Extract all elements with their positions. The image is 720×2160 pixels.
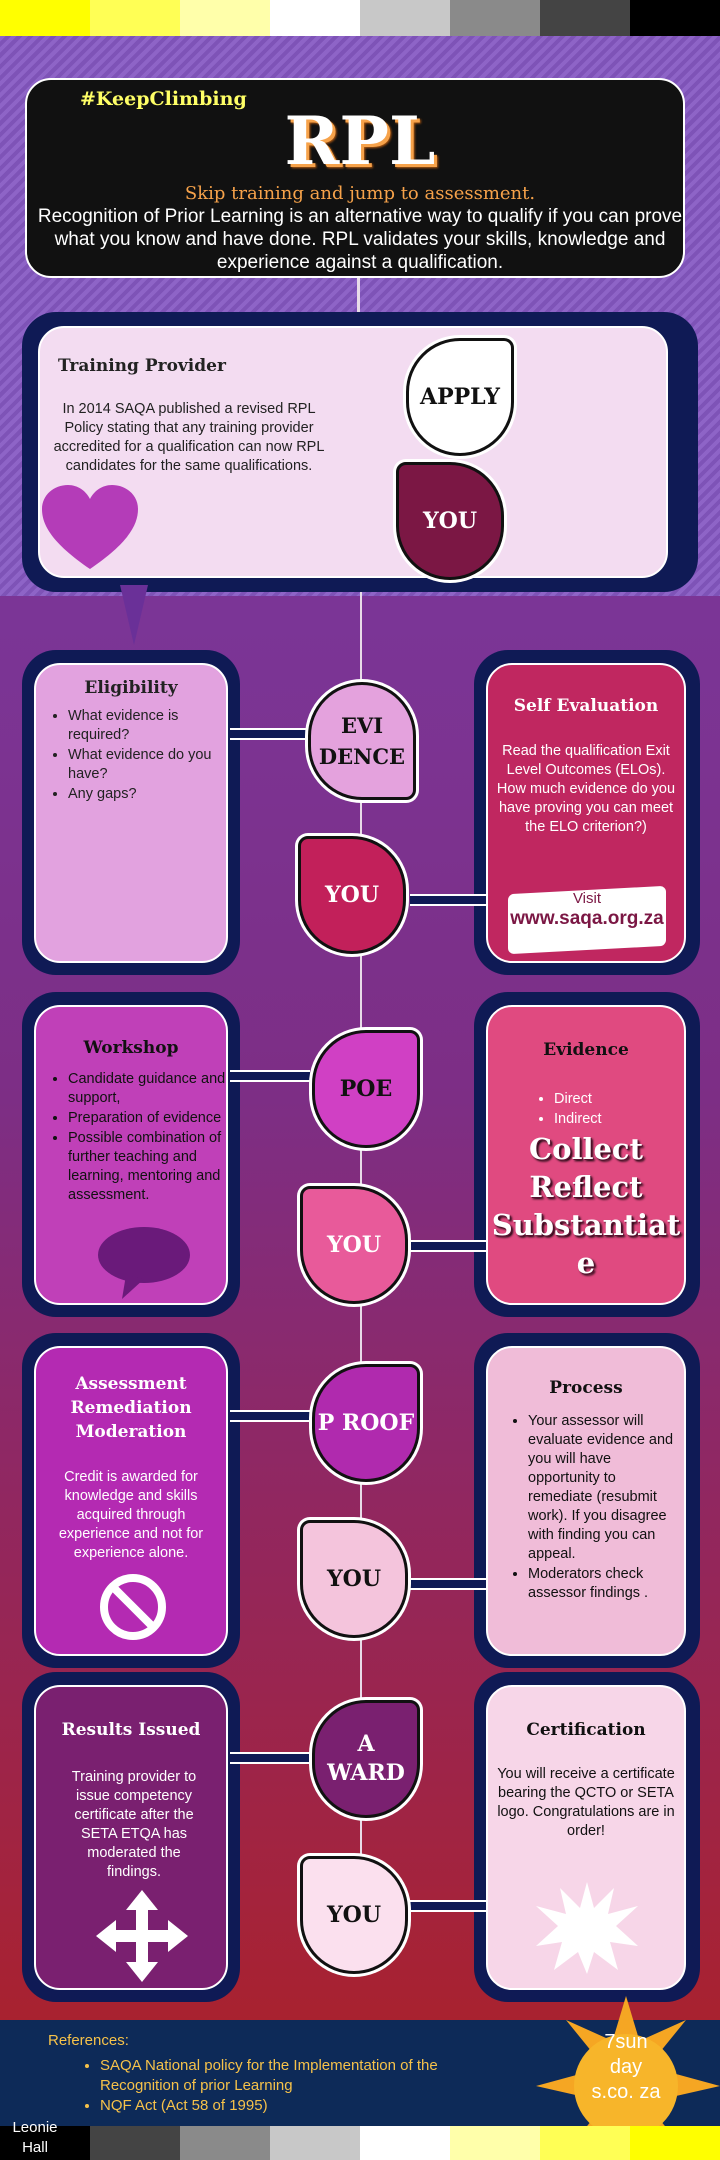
certification-title: Certification [526, 1720, 646, 1740]
move-arrows-icon [96, 1890, 188, 1982]
color-stripe [450, 0, 540, 36]
color-stripe [180, 2126, 270, 2160]
color-stripe [0, 2126, 90, 2160]
connector-bar [410, 1578, 486, 1590]
color-stripe [0, 0, 90, 36]
list-item: What evidence do you have? [68, 746, 224, 784]
connector-bar [410, 1900, 486, 1912]
provider-card [38, 326, 668, 578]
connector-bar [410, 1240, 486, 1252]
assessment-title: Assessment Remediation Moderation [70, 1374, 192, 1442]
intro-text: Recognition of Prior Learning is an alte… [37, 206, 683, 273]
proof-step[interactable]: P ROOF [312, 1364, 420, 1482]
hashtag: #KeepClimbing [80, 88, 247, 110]
color-stripe [630, 0, 720, 36]
color-stripe [450, 2126, 540, 2160]
connector-bar [230, 1070, 310, 1082]
color-stripe [180, 0, 270, 36]
list-item: Preparation of evidence [68, 1109, 230, 1128]
author-name: Leonie Hall [12, 2119, 58, 2156]
collect-word: Collect [529, 1132, 643, 1166]
color-stripe [360, 0, 450, 36]
list-item: Direct [554, 1090, 680, 1109]
reference-item: SAQA National policy for the Implementat… [100, 2056, 470, 2096]
you-step[interactable]: YOU [300, 1856, 408, 1974]
connector-bar [230, 1410, 310, 1422]
award-step[interactable]: A WARD [312, 1700, 420, 1818]
saqa-link[interactable]: www.saqa.org.za [510, 908, 664, 929]
you-step[interactable]: YOU [298, 836, 406, 954]
apply-step[interactable]: APPLY [406, 338, 514, 456]
evidence-step[interactable]: EVI DENCE [308, 682, 416, 800]
color-stripe [540, 2126, 630, 2160]
list-item: Moderators check assessor findings . [528, 1565, 680, 1603]
page-title: RPL [284, 102, 436, 180]
you-step[interactable]: YOU [396, 462, 504, 580]
list-item: Possible combination of further teaching… [68, 1129, 230, 1205]
connector-bar [410, 894, 486, 906]
self-eval-text: Read the qualification Exit Level Outcom… [496, 743, 676, 835]
color-stripe [360, 2126, 450, 2160]
color-stripe [270, 0, 360, 36]
process-card [486, 1346, 686, 1656]
list-item: Indirect [554, 1110, 680, 1129]
results-title: Results Issued [61, 1720, 201, 1740]
color-stripe [90, 0, 180, 36]
you-step[interactable]: YOU [300, 1186, 408, 1304]
evidence-card [486, 1005, 686, 1305]
color-stripe [270, 2126, 360, 2160]
list-item: Your assessor will evaluate evidence and… [528, 1412, 680, 1564]
eligibility-card [34, 663, 228, 963]
heart-icon [42, 485, 138, 569]
workshop-title: Workshop [83, 1038, 179, 1058]
visit-label: Visit [572, 890, 602, 907]
tagline: Skip training and jump to assessment. [184, 183, 536, 204]
references-heading: References: [48, 2032, 129, 2049]
list-item: Any gaps? [68, 785, 224, 804]
provider-text: In 2014 SAQA published a revised RPL Pol… [53, 401, 325, 474]
you-step[interactable]: YOU [300, 1520, 408, 1638]
reference-item: NQF Act (Act 58 of 1995) [100, 2096, 470, 2116]
provider-title: Training Provider [58, 356, 226, 376]
starburst-icon [536, 1882, 638, 1974]
eligibility-title: Eligibility [84, 678, 178, 698]
color-stripe [540, 0, 630, 36]
pointer-triangle [120, 585, 148, 645]
list-item: What evidence is required? [68, 707, 224, 745]
header-box [25, 78, 685, 278]
self-eval-title: Self Evaluation [513, 696, 659, 716]
list-item: Candidate guidance and support, [68, 1070, 230, 1108]
process-title: Process [549, 1378, 623, 1398]
evidence-title: Evidence [543, 1040, 629, 1060]
connector-bar [230, 1752, 310, 1764]
color-stripe [630, 2126, 720, 2160]
assessment-text: Credit is awarded for knowledge and skil… [58, 1469, 204, 1561]
results-text: Training provider to issue competency ce… [71, 1769, 197, 1880]
certification-text: You will receive a certificate bearing t… [497, 1766, 675, 1839]
no-entry-icon [100, 1574, 166, 1640]
poe-step[interactable]: POE [312, 1030, 420, 1148]
substantiate-word: Substantiate [491, 1208, 681, 1280]
reflect-word: Reflect [529, 1170, 643, 1204]
color-stripe [90, 2126, 180, 2160]
connector-bar [230, 728, 310, 740]
speech-bubble-icon [98, 1227, 190, 1299]
sun-badge-text[interactable]: 7sun day s.co. za [591, 2031, 661, 2103]
